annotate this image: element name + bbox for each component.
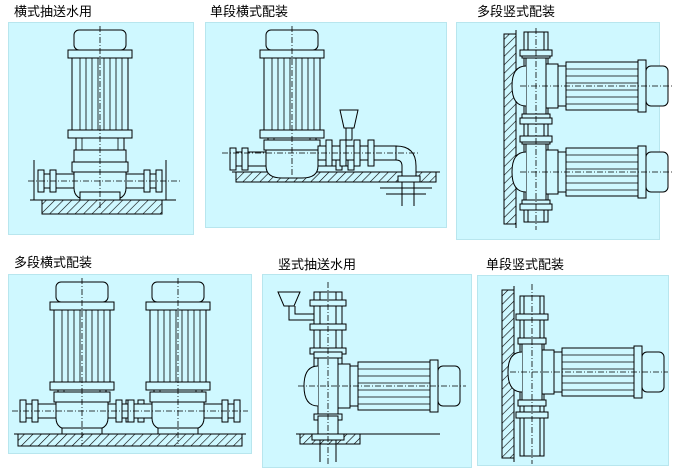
panel-multi-stage-vertical bbox=[456, 22, 660, 240]
diagram-multi-stage-horizontal bbox=[12, 278, 248, 447]
diagram-multi-stage-vertical bbox=[503, 28, 674, 230]
diagram-horizontal-suction bbox=[28, 26, 180, 215]
diagram-single-stage-vertical bbox=[501, 284, 668, 464]
label-single-stage-horizontal: 单段横式配装 bbox=[210, 5, 289, 20]
diagram-vertical-suction bbox=[277, 282, 466, 466]
panel-multi-stage-horizontal bbox=[8, 274, 252, 454]
label-vertical-suction: 竖式抽送水用 bbox=[278, 258, 357, 273]
diagram-single-stage-horizontal bbox=[222, 26, 440, 206]
label-multi-stage-horizontal: 多段横式配装 bbox=[14, 256, 93, 271]
label-single-stage-vertical: 单段竖式配装 bbox=[486, 258, 565, 273]
label-multi-stage-vertical: 多段竖式配装 bbox=[477, 5, 556, 20]
panel-single-stage-horizontal bbox=[205, 22, 447, 228]
label-horizontal-suction: 横式抽送水用 bbox=[14, 5, 93, 20]
